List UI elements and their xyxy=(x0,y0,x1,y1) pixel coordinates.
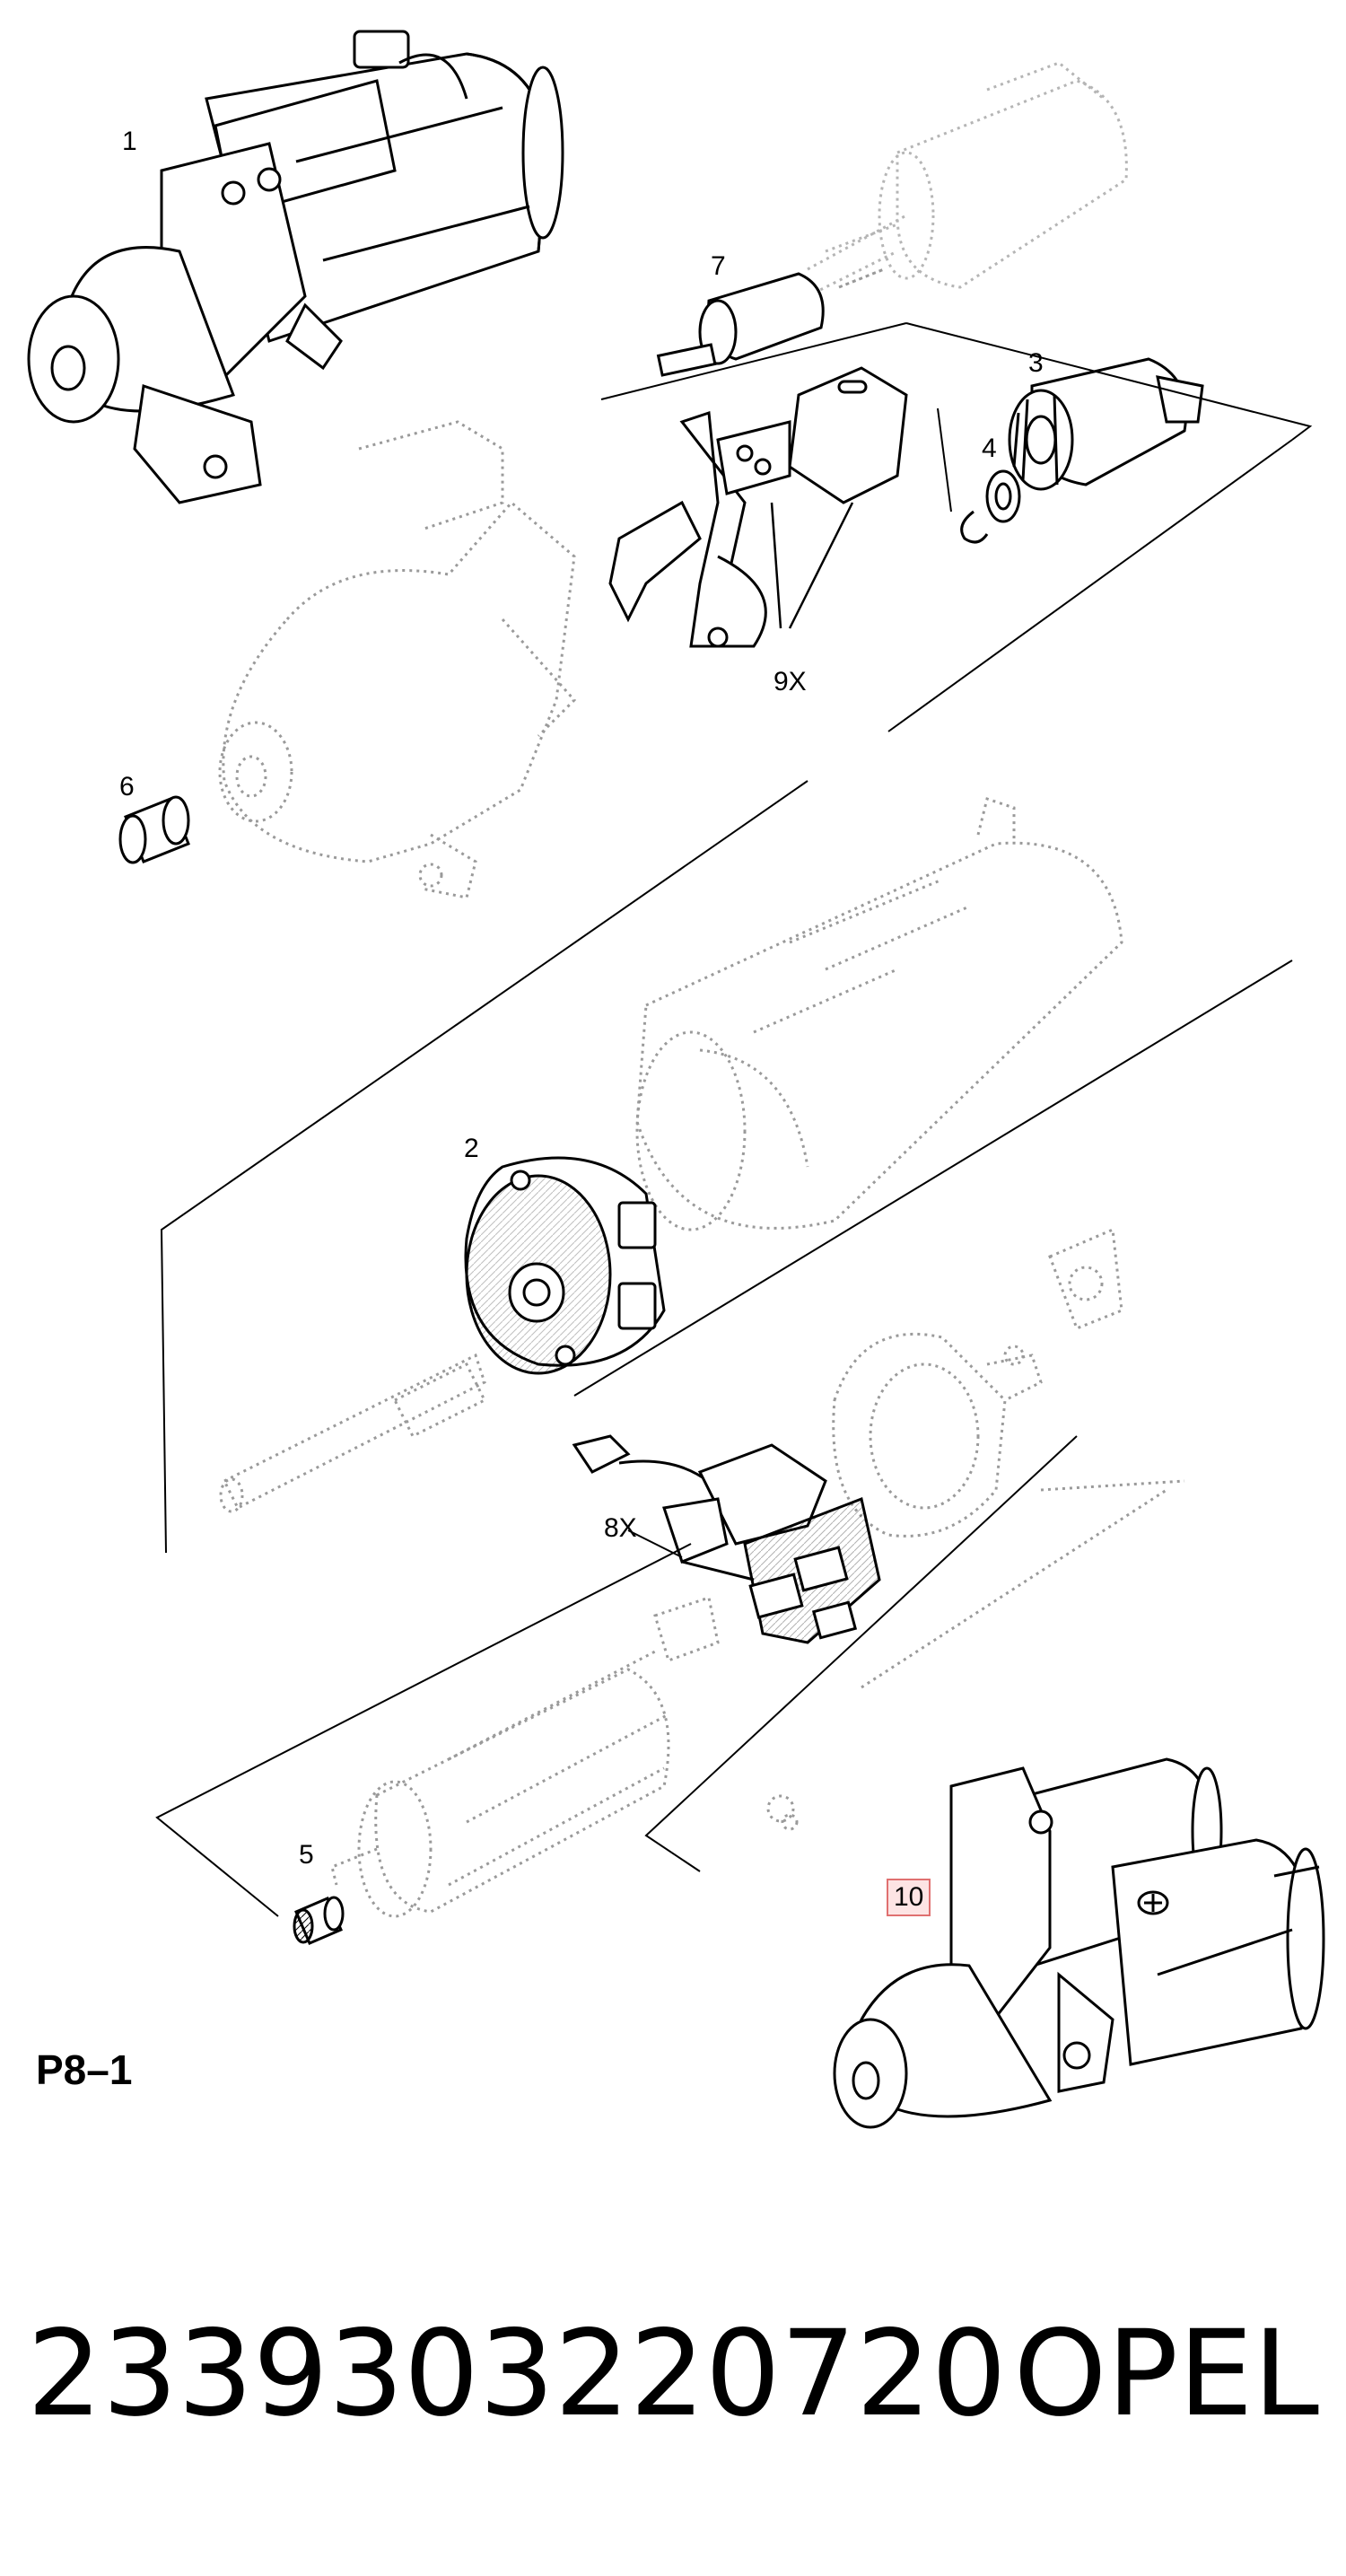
bush xyxy=(118,795,190,864)
starter-assembly-top xyxy=(27,30,564,504)
small-bearing xyxy=(293,1896,345,1945)
page-code: P8–1 xyxy=(36,2046,133,2093)
group-frame-upper xyxy=(600,322,1313,732)
callout-leader-9x xyxy=(770,502,854,629)
callout-9x: 9X xyxy=(774,667,807,697)
ghost-shaft xyxy=(219,1353,487,1513)
group-frame-middle xyxy=(160,780,1293,1554)
brand-name: OPEL xyxy=(1013,2305,1319,2443)
stop-ring xyxy=(960,469,1021,544)
pinion-drive xyxy=(1008,357,1204,491)
solenoid-plunger xyxy=(656,267,885,377)
callout-1: 1 xyxy=(122,127,137,156)
callout-3: 3 xyxy=(1028,348,1044,378)
callout-7: 7 xyxy=(711,251,726,281)
brush-holder xyxy=(572,1434,881,1644)
footer: 2339303220720 OPEL xyxy=(27,2307,1319,2441)
callout-6: 6 xyxy=(119,772,135,802)
callout-5: 5 xyxy=(299,1840,314,1870)
ghost-solenoid xyxy=(807,61,1128,298)
ghost-field-housing xyxy=(635,797,1123,1231)
part-number: 2339303220720 xyxy=(27,2305,1007,2443)
callout-4: 4 xyxy=(982,434,997,463)
group-frame-lower xyxy=(155,1435,1078,1917)
callout-10-highlighted[interactable]: 10 xyxy=(887,1879,931,1916)
starter-assembly-bottom xyxy=(833,1757,1325,2129)
lever-rubber-block xyxy=(716,366,908,504)
callout-8x: 8X xyxy=(604,1513,637,1543)
engagement-lever xyxy=(608,410,767,648)
ghost-drive-end-housing xyxy=(218,420,577,899)
commutator-end-cap xyxy=(464,1156,666,1375)
callout-2: 2 xyxy=(464,1134,479,1163)
ghost-armature xyxy=(330,1479,1185,1918)
ghost-brush-plate xyxy=(832,1227,1123,1538)
